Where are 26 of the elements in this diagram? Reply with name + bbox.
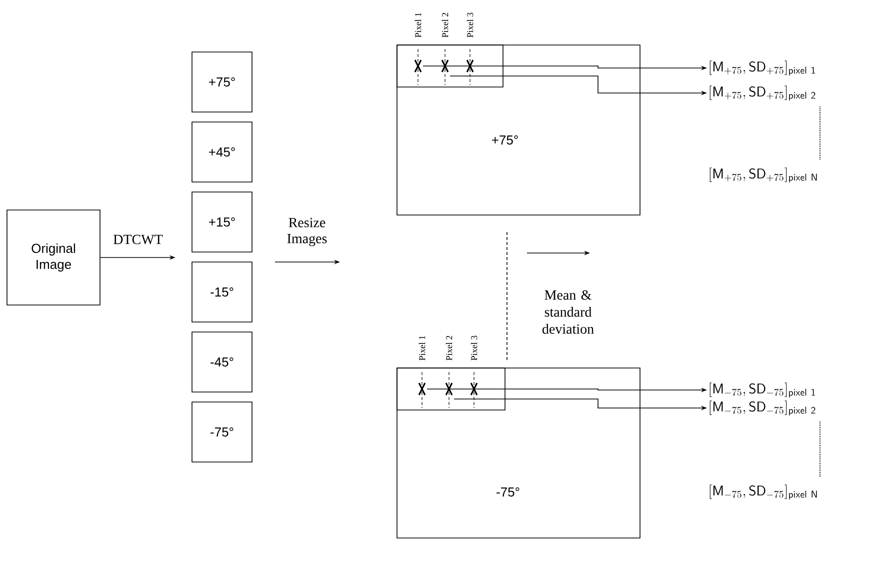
output-label: $[\mathsf{M}_{+75},\mathsf{SD}_{+75}]_{\mathsf{pixel\ 1}}$ [710, 60, 815, 76]
pixel-label: Pixel 1 [418, 336, 426, 360]
window-box [396, 44, 504, 88]
output-label: $[\mathsf{M}_{-75},\mathsf{SD}_{-75}]_{\mathsf{pixel\ 1}}$ [710, 382, 815, 398]
pixel-label: Pixel 2 [446, 336, 452, 360]
step-label: Mean & standard deviation [542, 290, 594, 334]
pixel-label: Pixel 3 [466, 12, 474, 38]
angle-box: -15° [192, 262, 252, 322]
angle-box: -75° [192, 402, 252, 462]
output-label: $[\mathsf{M}_{+75},\mathsf{SD}_{+75}]_{\mathsf{pixel\ N}}$ [710, 168, 817, 182]
pixel-label: Pixel 2 [442, 12, 448, 38]
pixel-label: Pixel 3 [470, 336, 478, 360]
output-label: $[\mathsf{M}_{-75},\mathsf{SD}_{-75}]_{\mathsf{pixel\ N}}$ [710, 484, 817, 500]
angle-box: +15° [192, 192, 252, 252]
edge-label: DTCWT [112, 234, 164, 246]
angle-box: -45° [192, 332, 252, 392]
output-label: $[\mathsf{M}_{-75},\mathsf{SD}_{-75}]_{\mathsf{pixel\ 2}}$ [710, 400, 816, 416]
image-box: Original Image [6, 210, 100, 306]
angle-box: +45° [192, 122, 252, 182]
image-frame: -75° [396, 368, 640, 538]
image-frame: +75° [396, 44, 640, 216]
pixel-label: Pixel 1 [414, 12, 422, 38]
window-box [396, 368, 506, 410]
step-label: Resize Images [287, 218, 327, 246]
output-label: $[\mathsf{M}_{+75},\mathsf{SD}_{+75}]_{\mathsf{pixel\ 2}}$ [710, 86, 816, 100]
angle-box: +75° [192, 52, 252, 112]
